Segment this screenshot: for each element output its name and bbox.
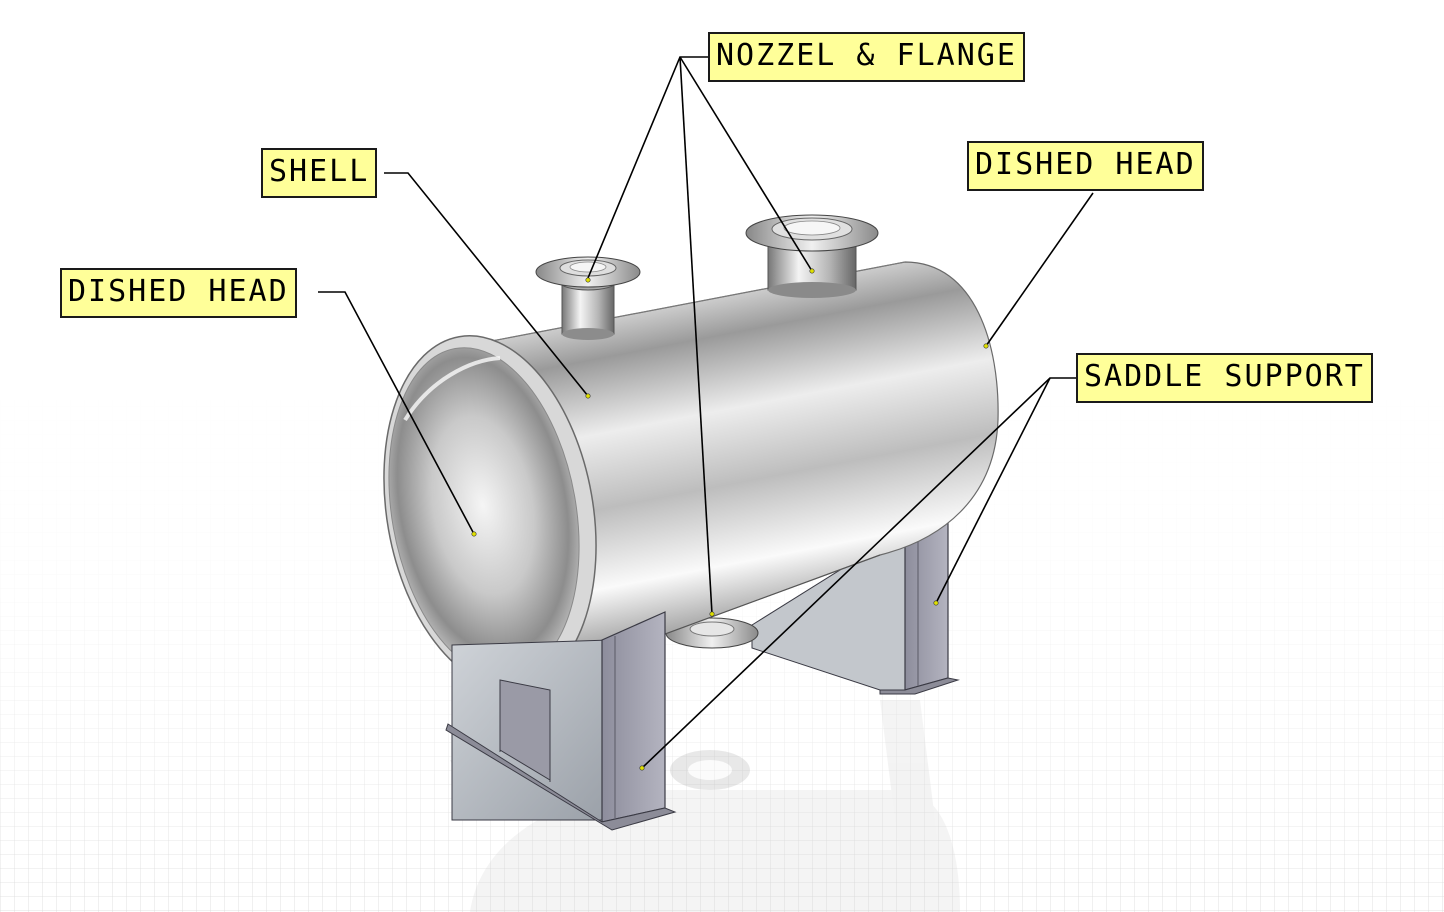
label-nozzle-flange: NOZZEL & FLANGE: [708, 32, 1025, 82]
top-nozzle-left: [535, 256, 641, 340]
leader-shell: [384, 172, 589, 397]
leader-lines: [318, 56, 1094, 769]
leader-dished-head-right: [985, 192, 1094, 347]
anchor-dot: [983, 343, 989, 349]
anchor-dot: [933, 600, 939, 606]
label-dished-head-right: DISHED HEAD: [967, 141, 1204, 191]
anchor-dot: [585, 393, 591, 399]
saddle-support-rear: [751, 511, 960, 695]
saddle-support-front: [445, 611, 677, 831]
leader-dished-head-left: [318, 291, 475, 535]
anchor-dots: [471, 268, 989, 771]
anchor-dot: [709, 611, 715, 617]
top-nozzle-right: [745, 214, 879, 298]
anchor-dot: [639, 765, 645, 771]
anchor-dot: [809, 268, 815, 274]
anchor-dot: [585, 277, 591, 283]
label-dished-head-left: DISHED HEAD: [60, 268, 297, 318]
leader-saddle-rear: [935, 377, 1051, 604]
label-saddle-support: SADDLE SUPPORT: [1076, 353, 1373, 403]
leader-nozzle-bottom: [679, 56, 713, 615]
dished-head-left: [383, 335, 597, 689]
leader-nozzle-right: [679, 56, 813, 272]
anchor-dot: [471, 531, 477, 537]
label-shell: SHELL: [261, 148, 378, 198]
